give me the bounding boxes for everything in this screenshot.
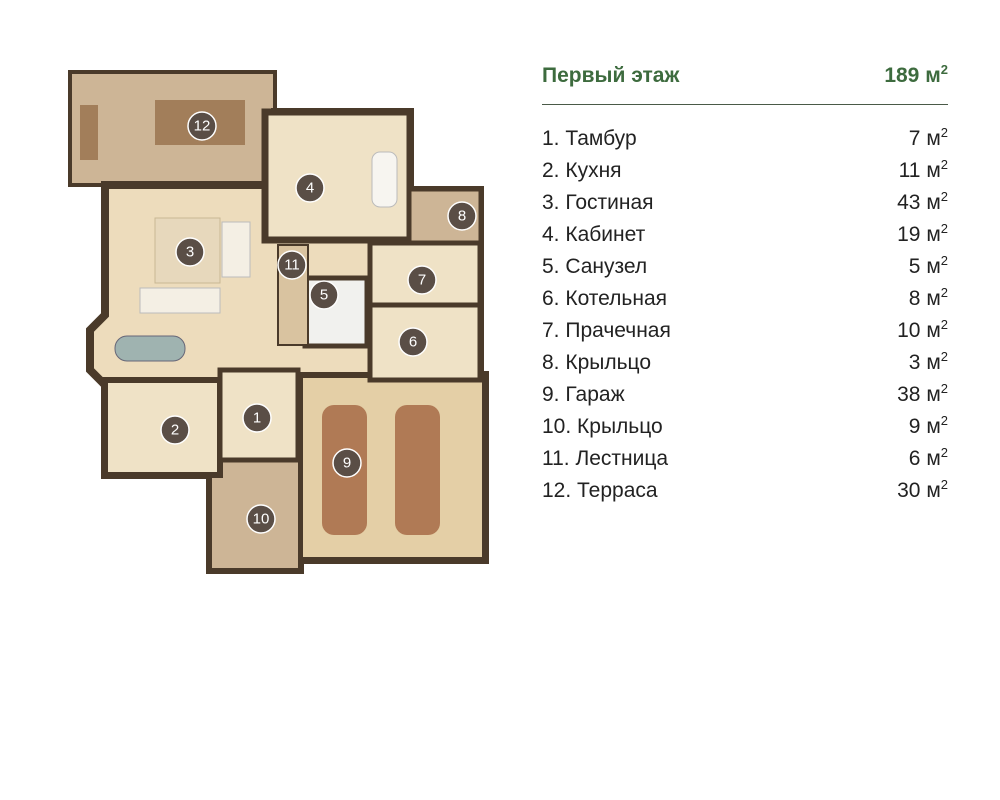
- room-marker: 10: [246, 504, 276, 534]
- floor-area: 189 м2: [884, 62, 948, 87]
- room-area: 19 м2: [897, 221, 948, 246]
- divider: [542, 104, 948, 105]
- room-marker: 5: [309, 280, 339, 310]
- room-label: 5. Санузел: [542, 255, 648, 278]
- room-label: 8. Крыльцо: [542, 351, 652, 374]
- room-row: 10. Крыльцо 9 м2: [542, 411, 948, 443]
- room-row: 8. Крыльцо 3 м2: [542, 347, 948, 379]
- svg-text:10: 10: [253, 511, 270, 528]
- room-marker: 8: [447, 201, 477, 231]
- room-area: 3 м2: [908, 349, 948, 374]
- room-area: 7 м2: [908, 125, 948, 150]
- svg-text:1: 1: [253, 410, 261, 427]
- svg-text:11: 11: [284, 257, 300, 274]
- svg-text:8: 8: [458, 208, 466, 225]
- room-row: 12. Терраса 30 м2: [542, 475, 948, 507]
- room-area: 11 м2: [898, 157, 948, 182]
- floor-title: Первый этаж: [542, 64, 680, 87]
- room-area: 38 м2: [897, 381, 948, 406]
- svg-text:12: 12: [194, 118, 211, 135]
- room-label: 6. Котельная: [542, 287, 668, 310]
- room-label: 9. Гараж: [542, 383, 625, 406]
- svg-text:3: 3: [186, 244, 194, 261]
- svg-text:2: 2: [171, 422, 179, 439]
- terrace: [68, 70, 277, 187]
- room-row: 5. Санузел 5 м2: [542, 251, 948, 283]
- room-label: 1. Тамбур: [542, 127, 637, 150]
- room-marker: 1: [242, 403, 272, 433]
- room-marker: 12: [187, 111, 217, 141]
- room-label: 10. Крыльцо: [542, 415, 663, 438]
- room-marker: 3: [175, 237, 205, 267]
- room-area: 30 м2: [897, 477, 948, 502]
- room-label: 12. Терраса: [542, 479, 658, 502]
- room-row: 2. Кухня 11 м2: [542, 155, 948, 187]
- room-area: 8 м2: [908, 285, 948, 310]
- room-area: 6 м2: [908, 445, 948, 470]
- room-marker: 9: [332, 448, 362, 478]
- room-marker: 6: [398, 327, 428, 357]
- bench: [80, 105, 98, 160]
- room-row: 1. Тамбур 7 м2: [542, 123, 948, 155]
- room-row: 7. Прачечная 10 м2: [542, 315, 948, 347]
- room-legend: Первый этаж 189 м2 1. Тамбур 7 м2 2. Кухня…: [542, 60, 948, 507]
- room-row: 6. Котельная 8 м2: [542, 283, 948, 315]
- svg-text:9: 9: [343, 455, 351, 472]
- car-right: [395, 405, 440, 535]
- svg-text:5: 5: [320, 287, 328, 304]
- svg-text:6: 6: [409, 334, 417, 351]
- svg-text:7: 7: [418, 272, 426, 289]
- room-label: 4. Кабинет: [542, 223, 646, 246]
- room-label: 3. Гостиная: [542, 191, 654, 214]
- room-row: 11. Лестница 6 м2: [542, 443, 948, 475]
- room-marker: 2: [160, 415, 190, 445]
- room-area: 10 м2: [897, 317, 948, 342]
- floor-header: Первый этаж 189 м2: [542, 60, 948, 92]
- room-label: 7. Прачечная: [542, 319, 671, 342]
- room-area: 9 м2: [908, 413, 948, 438]
- room-marker: 11: [277, 250, 307, 280]
- room-area: 43 м2: [897, 189, 948, 214]
- room-label: 2. Кухня: [542, 159, 622, 182]
- room-row: 9. Гараж 38 м2: [542, 379, 948, 411]
- room-marker: 4: [295, 173, 325, 203]
- room-marker: 7: [407, 265, 437, 295]
- room-area: 5 м2: [908, 253, 948, 278]
- room-row: 3. Гостиная 43 м2: [542, 187, 948, 219]
- room-row: 4. Кабинет 19 м2: [542, 219, 948, 251]
- room-label: 11. Лестница: [542, 447, 669, 470]
- svg-text:4: 4: [306, 180, 314, 197]
